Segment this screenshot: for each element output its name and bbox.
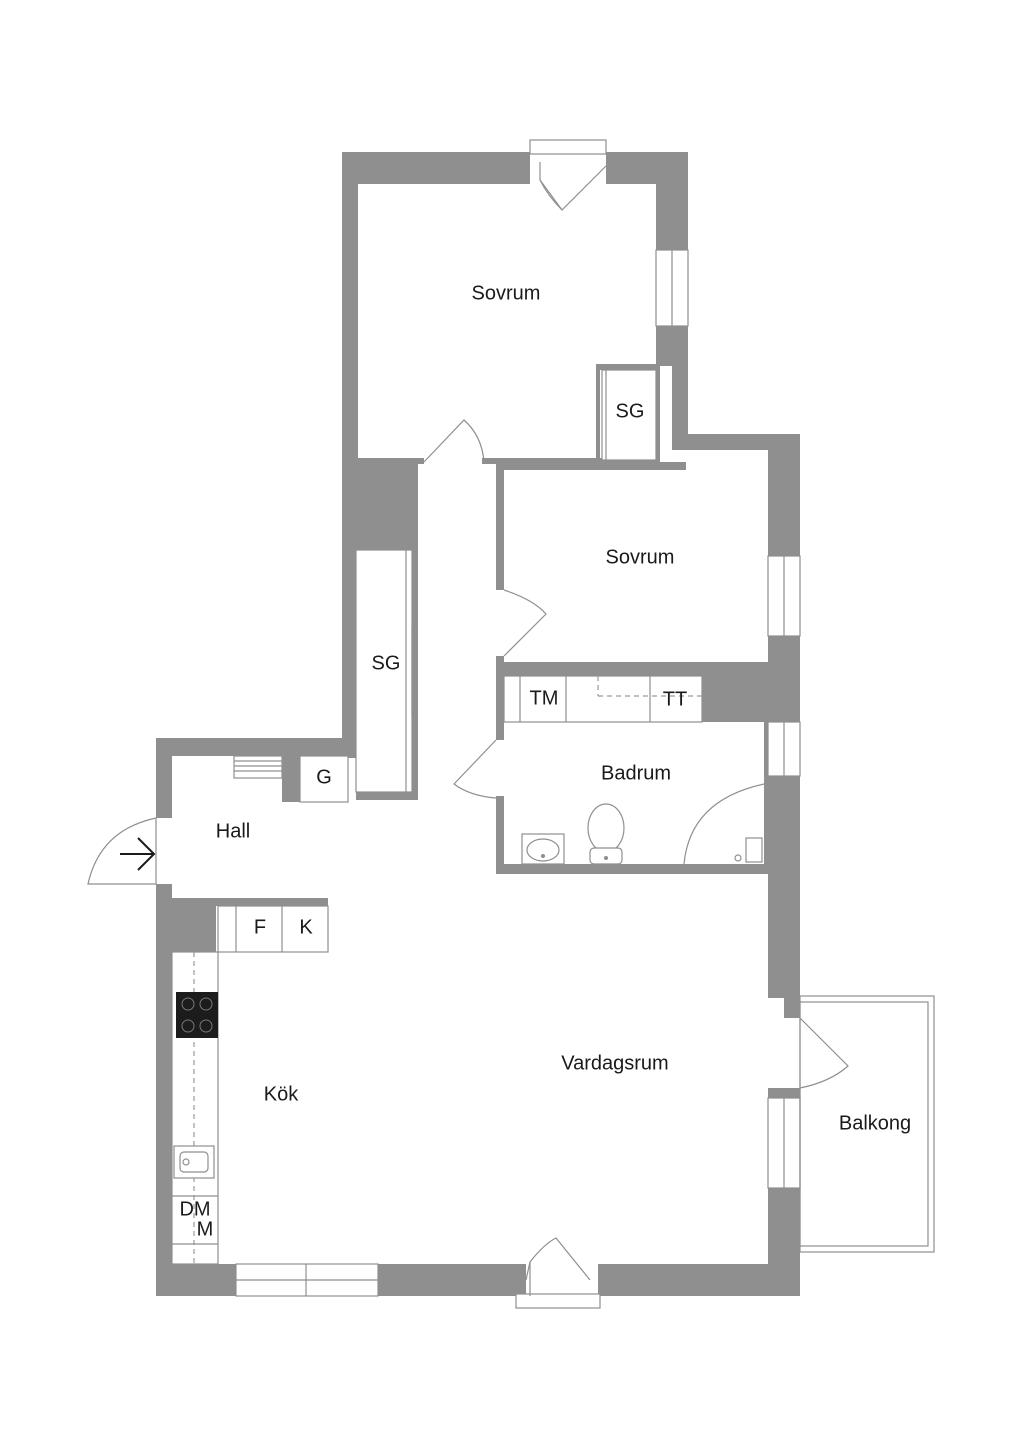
washbasin-icon: [521, 833, 565, 865]
windows: [235, 139, 801, 1309]
label-hall: Hall: [216, 820, 250, 842]
label-sovrum-mid: Sovrum: [606, 546, 675, 568]
label-kok: Kök: [264, 1083, 299, 1105]
walls: [156, 152, 800, 1296]
shower-drain-icon: [734, 837, 763, 863]
label-sg-top: SG: [616, 400, 645, 422]
label-vardagsrum: Vardagsrum: [561, 1052, 668, 1074]
radiator-icon: [233, 755, 283, 779]
toilet-icon: [587, 803, 625, 865]
label-tm: TM: [530, 687, 559, 709]
stove-icon: [176, 992, 218, 1038]
fixtures: [171, 369, 763, 1265]
label-k: K: [299, 916, 313, 938]
label-tt: TT: [663, 688, 687, 710]
sink-icon: [173, 1145, 215, 1179]
room-labels: Sovrum SG Sovrum SG TM TT Badrum G Hall …: [179, 282, 911, 1240]
label-balkong: Balkong: [839, 1112, 911, 1134]
doors: [87, 162, 849, 1296]
label-g: G: [316, 766, 332, 788]
label-sovrum-top: Sovrum: [472, 282, 541, 304]
label-badrum: Badrum: [601, 762, 671, 784]
label-sg-hall: SG: [372, 652, 401, 674]
label-m: M: [197, 1218, 214, 1240]
balcony-outline: [799, 995, 935, 1253]
label-dm: DM: [179, 1198, 210, 1220]
label-f: F: [254, 916, 266, 938]
